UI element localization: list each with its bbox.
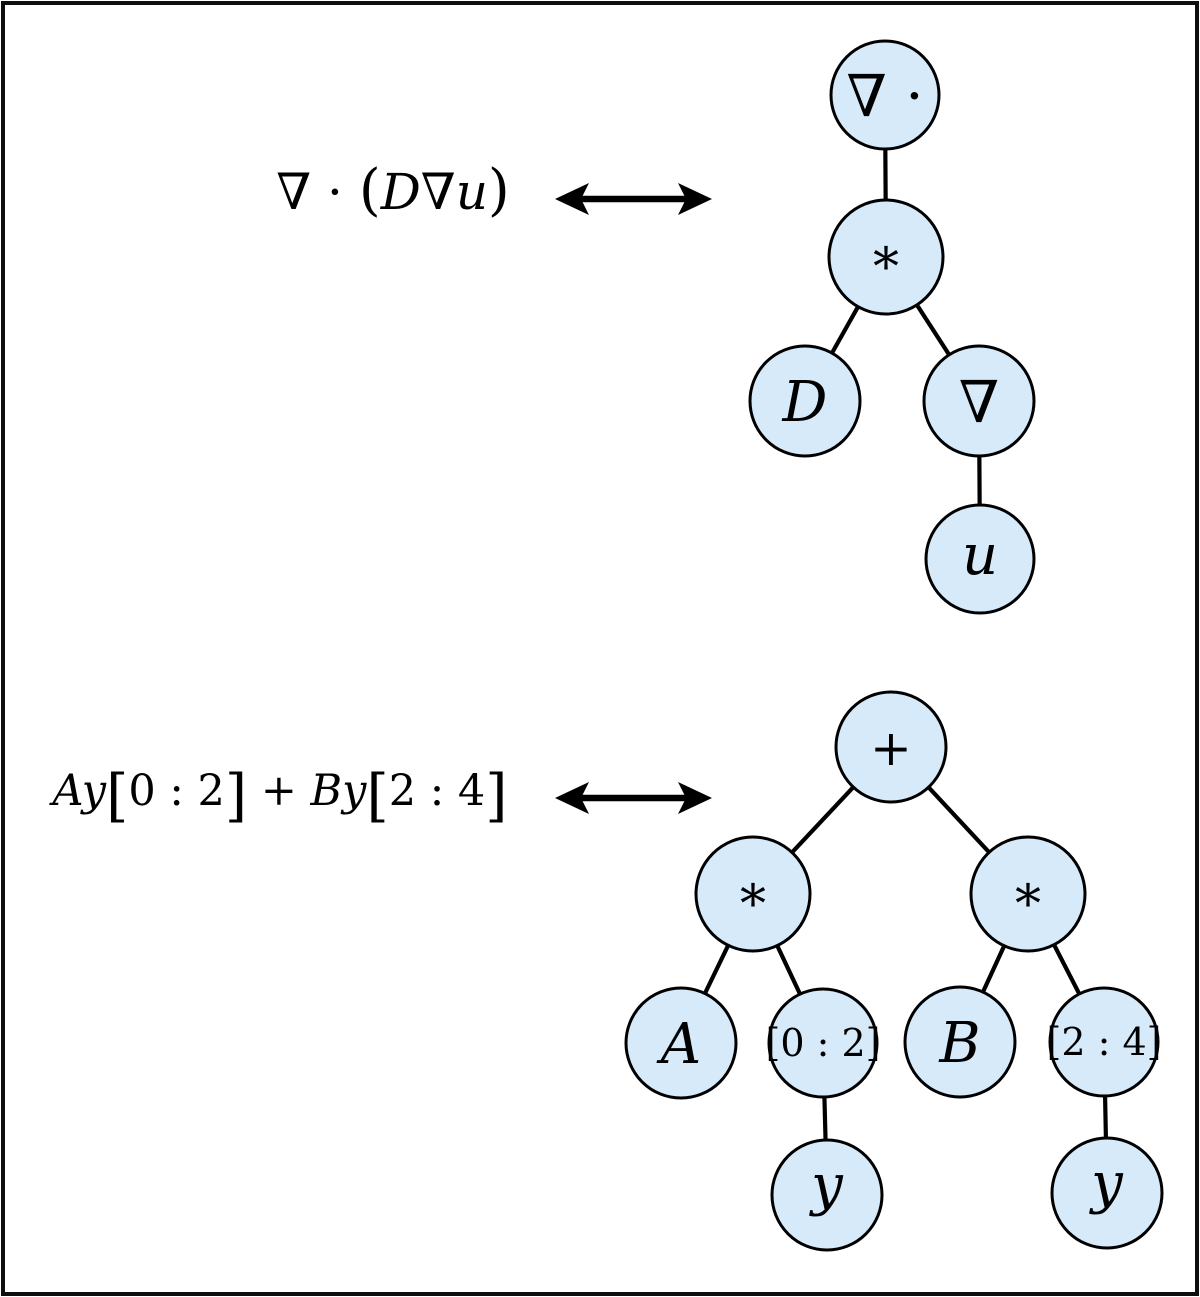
node-circle	[1048, 986, 1160, 1098]
formula-part: u	[456, 163, 488, 221]
formula-part: Ay	[49, 766, 107, 816]
top-formula: ∇ · (D∇u)	[276, 158, 510, 223]
formula-part: D	[380, 163, 421, 221]
node-gradient: ∇	[922, 344, 1036, 458]
equivalence-arrow-bottom	[555, 782, 712, 814]
formula-part: )	[488, 158, 510, 223]
formula-part: ]	[485, 763, 507, 829]
node-slice-left: [0 : 2]	[766, 987, 881, 1099]
tree-edges-bottom	[678, 744, 1110, 1198]
node-circle	[748, 344, 862, 458]
node-circle	[770, 1138, 884, 1252]
formula-part: ∇	[421, 163, 456, 221]
node-B: B	[903, 985, 1017, 1099]
node-label: ∇ ·	[846, 62, 923, 130]
node-circle	[922, 344, 1036, 458]
bottom-formula: Ay[0 : 2] + By[2 : 4]	[49, 763, 508, 829]
node-A: A	[624, 986, 738, 1100]
node-label: +	[870, 719, 912, 777]
formula-part: By	[310, 766, 368, 816]
node-label: [2 : 4]	[1047, 1020, 1162, 1064]
formula-part: ]	[225, 763, 247, 829]
node-circle	[829, 39, 941, 151]
node-y-right: y	[1050, 1136, 1164, 1250]
node-divergence: ∇ ·	[829, 39, 941, 151]
node-circle	[1050, 1136, 1164, 1250]
node-u: u	[924, 503, 1036, 615]
arrowhead-left-icon	[555, 782, 589, 814]
formula-part: 2 : 4	[389, 766, 486, 816]
formula-part: [	[106, 763, 128, 829]
node-label: A	[656, 1012, 701, 1077]
node-slice-right: [2 : 4]	[1047, 986, 1162, 1098]
node-label: u	[962, 523, 998, 588]
node-multiply-right: ∗	[969, 835, 1087, 953]
node-label: ∗	[868, 227, 903, 287]
formula-part: +	[247, 766, 310, 816]
node-circle	[767, 987, 879, 1099]
node-circle	[924, 503, 1036, 615]
node-label: y	[1088, 1151, 1124, 1216]
equivalence-arrow-top	[555, 183, 712, 215]
node-label: [0 : 2]	[766, 1021, 881, 1065]
formula-part: ∇ ·	[276, 163, 359, 221]
node-circle	[827, 198, 945, 316]
node-label: B	[938, 1011, 980, 1076]
formula-part: (	[359, 158, 381, 223]
formula-part: 0 : 2	[128, 766, 225, 816]
node-multiply: ∗	[827, 198, 945, 316]
arrowhead-right-icon	[678, 183, 712, 215]
node-circle	[624, 986, 738, 1100]
node-circle	[834, 690, 948, 804]
node-plus: +	[834, 690, 948, 804]
tree-edges-top	[802, 92, 983, 562]
node-D: D	[748, 344, 862, 458]
node-label: ∗	[735, 864, 770, 924]
node-circle	[969, 835, 1087, 953]
node-multiply-left: ∗	[694, 835, 812, 953]
formula-part: [	[366, 763, 388, 829]
node-label: ∗	[1010, 864, 1045, 924]
node-label: y	[808, 1153, 844, 1218]
arrowhead-right-icon	[678, 782, 712, 814]
node-label: ∇	[959, 368, 1000, 436]
node-circle	[694, 835, 812, 953]
node-label: D	[782, 370, 828, 435]
node-circle	[903, 985, 1017, 1099]
arrowhead-left-icon	[555, 183, 589, 215]
node-y-left: y	[770, 1138, 884, 1252]
